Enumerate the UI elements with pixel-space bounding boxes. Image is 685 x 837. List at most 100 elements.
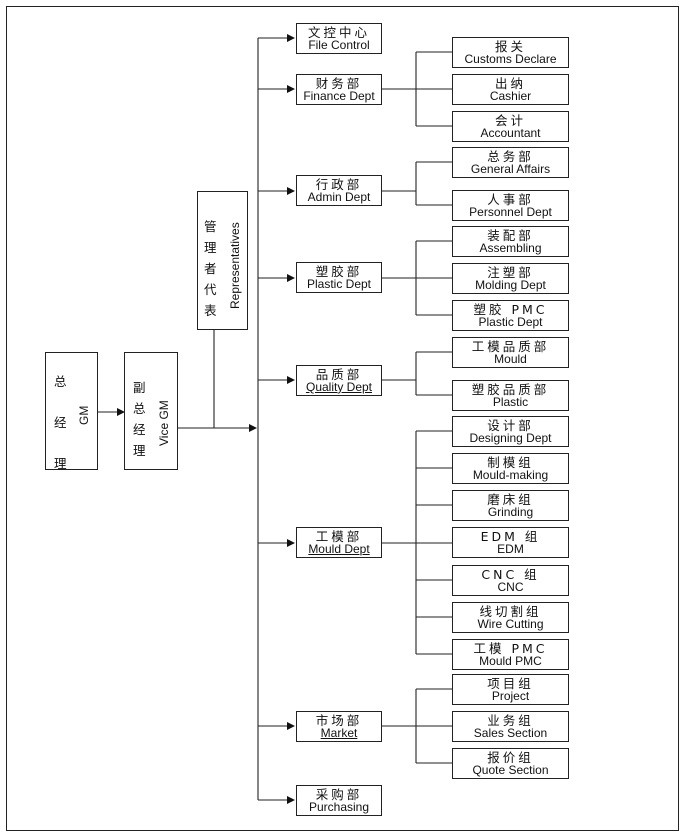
chart-frame: [6, 6, 679, 831]
section-sales: 业务组 Sales Section: [452, 711, 569, 742]
representatives-box: 管 理 者 代 表 Representatives: [197, 191, 248, 330]
section-mould-quality: 工模品质部 Mould: [452, 337, 569, 368]
section-label-en: Plastic: [492, 394, 529, 409]
section-label-zh: 塑胶品质部: [471, 381, 550, 397]
section-label-zh: CNC 组: [481, 566, 540, 582]
section-label-zh: 人事部: [487, 191, 534, 207]
section-edm: EDM 组 EDM: [452, 527, 569, 558]
gm-label-en: GM: [77, 405, 91, 425]
section-label-en: Customs Declare: [464, 51, 557, 66]
dept-label-zh: 市场部: [315, 712, 363, 728]
dept-label-en: Mould Dept: [308, 541, 370, 556]
gm-box: 总 经 理 GM: [45, 352, 98, 472]
section-label-en: Mould-making: [472, 467, 549, 482]
gm-label-zh: 总 经 理: [54, 371, 67, 472]
representatives-char: 管: [204, 219, 217, 234]
section-label-en: Plastic Dept: [478, 314, 543, 329]
section-label-zh: 制模组: [487, 454, 534, 470]
section-label-en: CNC: [497, 579, 524, 594]
representatives-label-en: Representatives: [228, 222, 242, 309]
section-label-en: Assembling: [479, 240, 542, 255]
section-label-zh: 出纳: [494, 75, 526, 91]
section-label-en: Personnel Dept: [469, 204, 552, 219]
dept-label-en: Purchasing: [308, 799, 370, 814]
vice-gm-label-en: Vice GM: [157, 400, 171, 446]
dept-label-en: File Control: [308, 37, 370, 52]
vice-gm-box: 副 总 经 理 Vice GM: [124, 352, 178, 470]
section-label-en: EDM: [497, 541, 524, 556]
vice-gm-char: 副: [133, 380, 146, 395]
section-label-en: Molding Dept: [475, 277, 546, 292]
section-label-zh: 工模品质部: [471, 338, 550, 354]
dept-label-zh: 采购部: [315, 786, 363, 802]
dept-label-zh: 财务部: [315, 75, 363, 91]
representatives-label-zh: 管 理 者 代 表: [204, 216, 217, 319]
representatives-char: 理: [204, 240, 217, 255]
section-label-en: Cashier: [489, 88, 532, 103]
section-personnel: 人事部 Personnel Dept: [452, 190, 569, 221]
section-label-en: Mould: [494, 351, 527, 366]
dept-purchasing: 采购部 Purchasing: [296, 785, 382, 816]
section-label-en: Sales Section: [473, 725, 548, 740]
section-plastic-quality: 塑胶品质部 Plastic: [452, 380, 569, 411]
section-grinding: 磨床组 Grinding: [452, 490, 569, 521]
dept-label-zh: 品质部: [315, 366, 363, 382]
dept-admin: 行政部 Admin Dept: [296, 175, 382, 206]
section-label-zh: 报关: [494, 38, 526, 54]
section-label-zh: 磨床组: [487, 491, 534, 507]
vice-gm-char: 总: [133, 401, 146, 416]
dept-label-zh: 行政部: [315, 176, 363, 192]
section-label-zh: 线切割组: [479, 603, 542, 619]
dept-label-en: Finance Dept: [303, 88, 375, 103]
section-general-affairs: 总务部 General Affairs: [452, 147, 569, 178]
gm-char: 理: [54, 456, 67, 471]
dept-label-en: Market: [320, 725, 358, 740]
section-label-zh: 业务组: [487, 712, 534, 728]
section-molding: 注塑部 Molding Dept: [452, 263, 569, 294]
section-assembling: 装配部 Assembling: [452, 226, 569, 257]
section-label-en: Mould PMC: [479, 653, 542, 668]
section-accountant: 会计 Accountant: [452, 111, 569, 142]
dept-plastic: 塑胶部 Plastic Dept: [296, 262, 382, 293]
dept-market: 市场部 Market: [296, 711, 382, 742]
dept-label-zh: 文控中心: [307, 24, 370, 40]
section-designing: 设计部 Designing Dept: [452, 416, 569, 447]
representatives-char: 者: [204, 261, 217, 276]
representatives-char: 表: [204, 303, 217, 318]
representatives-char: 代: [204, 282, 217, 297]
section-cashier: 出纳 Cashier: [452, 74, 569, 105]
section-label-en: Accountant: [480, 125, 541, 140]
section-label-zh: EDM 组: [480, 528, 541, 544]
section-label-zh: 报价组: [487, 749, 534, 765]
gm-char: 总: [54, 374, 67, 389]
dept-label-en: Admin Dept: [307, 189, 371, 204]
section-label-zh: 注塑部: [487, 264, 534, 280]
section-label-en: Project: [491, 688, 530, 703]
section-label-en: General Affairs: [470, 161, 551, 176]
section-label-zh: 设计部: [487, 417, 534, 433]
dept-file-control: 文控中心 File Control: [296, 23, 382, 54]
dept-mould: 工模部 Mould Dept: [296, 527, 382, 558]
section-label-zh: 项目组: [487, 675, 534, 691]
section-cnc: CNC 组 CNC: [452, 565, 569, 596]
section-plastic-pmc: 塑胶 PMC Plastic Dept: [452, 300, 569, 331]
section-quote: 报价组 Quote Section: [452, 748, 569, 779]
section-project: 项目组 Project: [452, 674, 569, 705]
section-label-en: Designing Dept: [469, 430, 552, 445]
dept-label-en: Plastic Dept: [306, 276, 372, 291]
dept-label-zh: 塑胶部: [315, 263, 363, 279]
section-label-zh: 装配部: [487, 227, 534, 243]
dept-label-en: Quality Dept: [305, 379, 373, 394]
section-label-en: Wire Cutting: [477, 616, 544, 631]
dept-finance: 财务部 Finance Dept: [296, 74, 382, 105]
section-label-zh: 塑胶 PMC: [473, 301, 548, 317]
vice-gm-char: 经: [133, 422, 146, 437]
section-wire-cutting: 线切割组 Wire Cutting: [452, 602, 569, 633]
section-label-en: Quote Section: [472, 762, 549, 777]
dept-label-zh: 工模部: [315, 528, 363, 544]
section-label-zh: 总务部: [487, 148, 534, 164]
section-mould-making: 制模组 Mould-making: [452, 453, 569, 484]
section-label-zh: 会计: [494, 112, 526, 128]
gm-char: 经: [54, 415, 67, 430]
